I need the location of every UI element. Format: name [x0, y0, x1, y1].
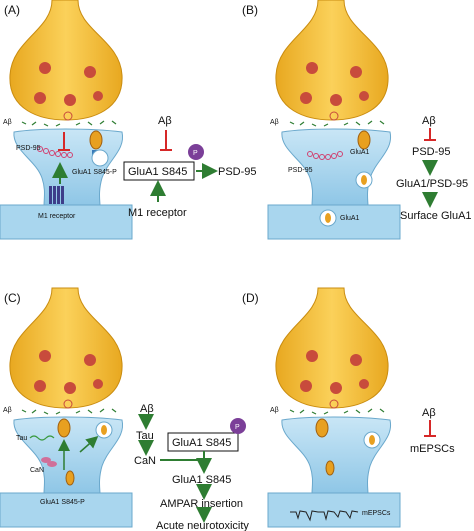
flow-inhibit	[424, 420, 436, 437]
phospho-badge	[188, 144, 204, 160]
s845p-label: GluA1 S845-P	[40, 499, 85, 506]
abeta-side-label: Aβ	[3, 407, 12, 414]
dendrite-shaft	[0, 204, 133, 240]
inhibit-symbol	[58, 132, 70, 151]
glua1-bottom-label: GluA1	[340, 215, 360, 222]
flow-glua1: GluA1 S845	[128, 166, 187, 178]
release-vesicle	[329, 111, 339, 121]
synaptic-cleft-molecules	[289, 408, 385, 415]
phospho-badge	[230, 418, 246, 434]
psd95-chain	[307, 151, 343, 160]
flow-tau: Tau	[136, 430, 154, 442]
ampa-receptor-icon	[315, 418, 381, 476]
flow-glua1-box: GluA1 S845	[172, 437, 231, 449]
flow-ampar: AMPAR insertion	[160, 498, 243, 510]
flow-glua1: GluA1 S845	[172, 474, 231, 486]
synaptic-vesicles	[34, 350, 103, 394]
flow-can: CaN	[134, 455, 156, 467]
synaptic-vesicles	[300, 350, 369, 394]
panel-a: (A) Aβ PSD-95	[0, 0, 257, 240]
panel-b-label: (B)	[242, 3, 258, 17]
phospho-label: P	[235, 424, 240, 431]
can-label: CaN	[30, 467, 44, 474]
flow-psd95: PSD-95	[218, 166, 257, 178]
panel-d: (D) Aβ mEPSCs Aβ mEPSCs	[242, 287, 455, 528]
panel-b: (B) Aβ PSD-95 GluA1 GluA1	[242, 0, 472, 240]
flow-inhibit	[160, 130, 172, 151]
calcineurin-icon	[41, 457, 57, 467]
flow-m1: M1 receptor	[128, 207, 187, 219]
phospho-label: P	[193, 150, 198, 157]
abeta-side-label: Aβ	[270, 407, 279, 414]
psd95-label: PSD-95	[16, 145, 41, 152]
tau-label: Tau	[16, 435, 27, 442]
ampa-receptor-icon	[355, 130, 373, 189]
panel-d-label: (D)	[242, 291, 259, 305]
flow-psd95: PSD-95	[412, 146, 451, 158]
flow-abeta: Aβ	[140, 403, 154, 415]
abeta-side-label: Aβ	[3, 119, 12, 126]
flow-abeta: Aβ	[422, 407, 436, 419]
mepsc-trace	[290, 510, 359, 522]
s845p-label: GluA1 S845-P	[72, 169, 117, 176]
panel-c: (C) Aβ Tau CaN	[0, 287, 249, 531]
ampa-receptor-icon	[57, 418, 113, 486]
panel-a-label: (A)	[4, 3, 20, 17]
flow-complex: GluA1/PSD-95	[396, 178, 468, 190]
glua1-top-label: GluA1	[350, 149, 370, 156]
ampa-receptor-icon	[89, 130, 109, 167]
insertion-arrows	[58, 436, 99, 470]
psd95-label: PSD-95	[288, 167, 313, 174]
dendrite-shaft	[0, 492, 133, 528]
flow-tox: Acute neurotoxicity	[156, 520, 249, 531]
synaptic-cleft-molecules	[21, 120, 117, 127]
mepscs-trace-label: mEPSCs	[362, 510, 391, 517]
synaptic-cleft-molecules	[289, 120, 385, 127]
m1-receptor-label: M1 receptor	[38, 213, 76, 220]
release-vesicle	[63, 399, 73, 409]
flow-mepscs: mEPSCs	[410, 443, 455, 455]
panel-c-label: (C)	[4, 291, 21, 305]
flow-can-to-glua1	[160, 458, 212, 474]
m1-receptor-icon	[49, 186, 64, 204]
synaptic-vesicles	[300, 62, 369, 106]
flow-abeta: Aβ	[422, 115, 436, 127]
abeta-side-label: Aβ	[270, 119, 279, 126]
internalized-receptor-icon	[319, 209, 337, 227]
synaptic-vesicles	[34, 62, 103, 106]
postsynaptic-spine	[281, 416, 392, 495]
tau-protein-icon	[29, 435, 55, 441]
synaptic-cleft-molecules	[21, 408, 117, 415]
release-vesicle	[63, 111, 73, 121]
psd95-chain	[37, 146, 73, 158]
flow-abeta: Aβ	[158, 115, 172, 127]
flow-inhibit	[424, 128, 436, 141]
dendrite-shaft	[267, 492, 401, 528]
release-vesicle	[329, 399, 339, 409]
flow-surface: Surface GluA1	[400, 210, 472, 222]
postsynaptic-spine	[13, 128, 124, 207]
